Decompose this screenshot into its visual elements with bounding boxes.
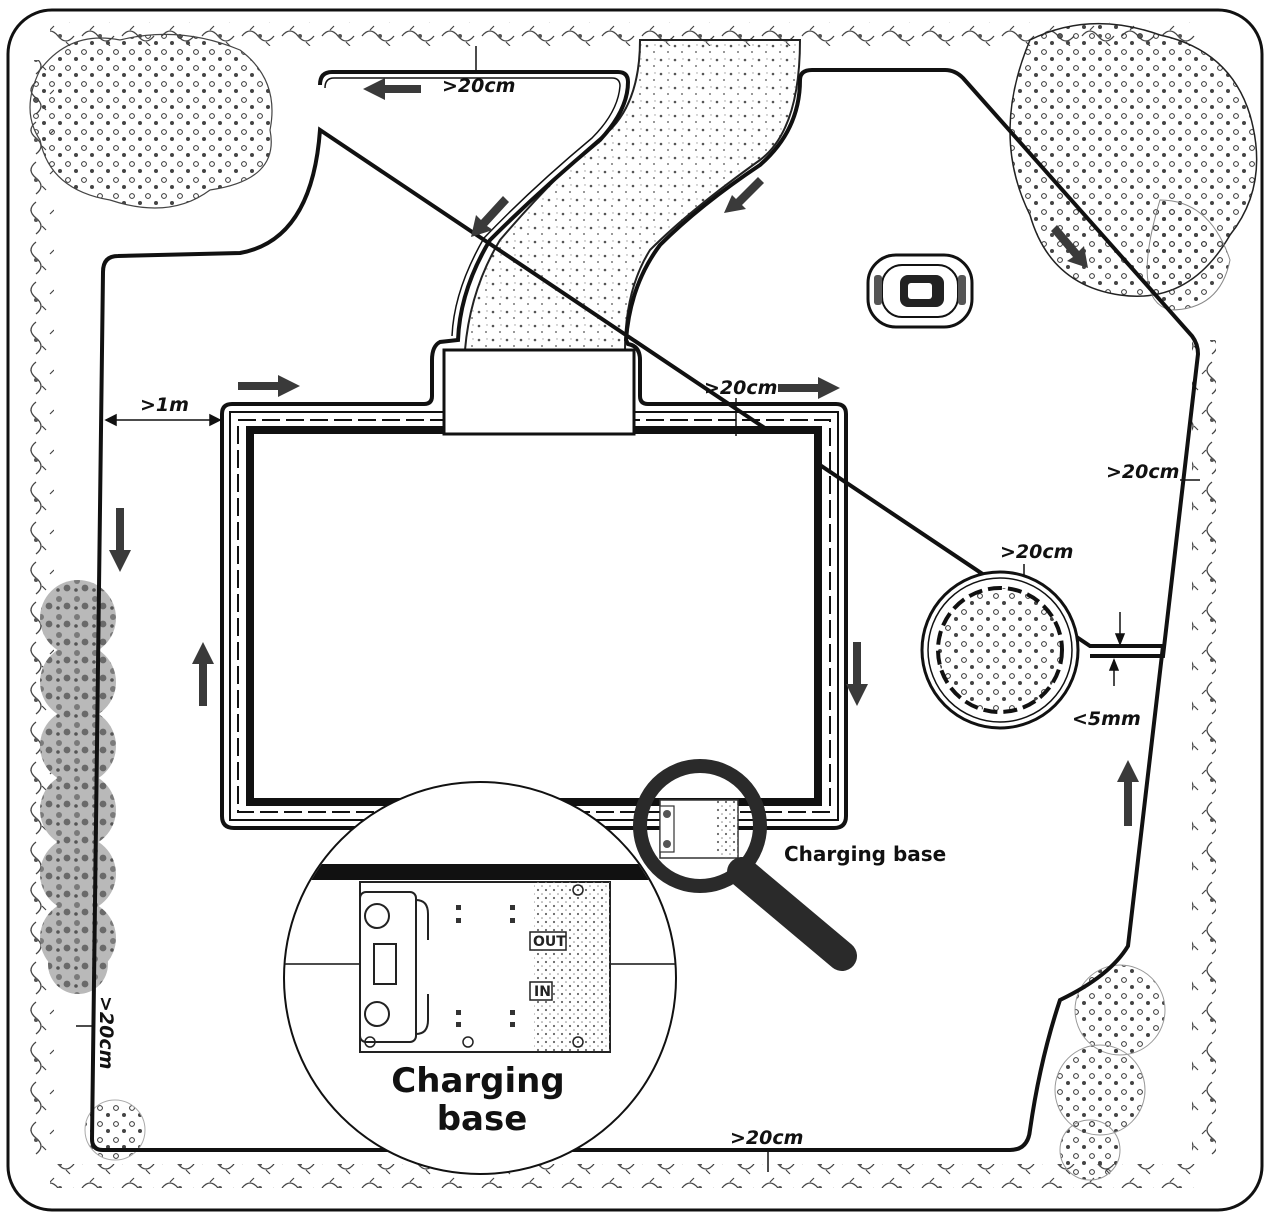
charging-base-small — [659, 799, 739, 859]
zoom-circle: OUT IN Charging base — [283, 781, 677, 1175]
right-gap-label: >20cm — [1106, 461, 1179, 483]
tree-gap-label: >20cm — [1000, 541, 1073, 563]
pool-gap-label: >20cm — [704, 377, 777, 399]
boundary-wire-inner — [324, 77, 621, 337]
station-in-label: IN — [534, 984, 551, 1000]
bottom-gap-label: >20cm — [730, 1127, 803, 1149]
wire-gap-label: <5mm — [1072, 708, 1141, 730]
charging-base-title-line1: Charging — [391, 1061, 564, 1101]
top-gap-label: >20cm — [442, 75, 515, 97]
top-hedge — [50, 22, 1200, 46]
measure-lines — [76, 46, 1200, 1172]
magnifier-icon — [633, 759, 857, 971]
bottom-right-bushes — [1054, 964, 1166, 1181]
charging-base-title-line2: base — [437, 1099, 528, 1139]
bottom-hedge — [50, 1164, 1200, 1188]
top-right-tree — [1009, 22, 1258, 311]
charging-base-large: OUT IN — [359, 881, 611, 1053]
boundary-wire — [89, 68, 1201, 1152]
right-hedge — [1192, 340, 1216, 1160]
tree-island — [920, 570, 1080, 730]
left-bottom-gap-label: >20cm — [95, 996, 117, 1069]
left-gap-label: >1m — [140, 394, 189, 416]
direction-arrow-icon — [109, 78, 1139, 826]
pool — [229, 348, 839, 821]
bottom-left-bush — [84, 1099, 146, 1161]
left-bush-row — [40, 580, 116, 994]
top-left-tree — [29, 33, 273, 209]
robot-mower-icon — [866, 253, 974, 329]
station-out-label: OUT — [533, 934, 566, 950]
pool-steps — [442, 348, 636, 436]
charging-base-label: Charging base — [784, 842, 946, 866]
